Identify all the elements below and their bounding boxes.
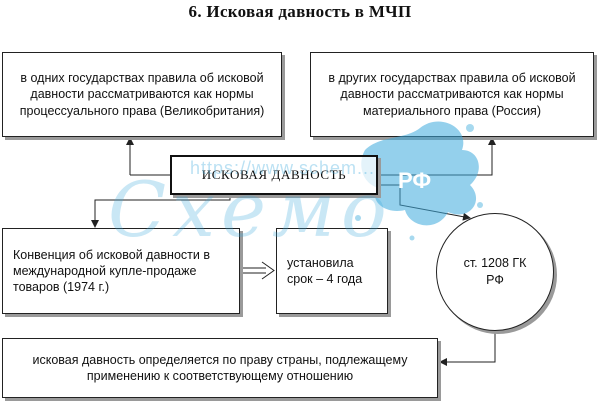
watermark-splash-shape xyxy=(361,121,479,226)
arrow-center-to-uk xyxy=(130,138,170,176)
watermark-logo-text: Схемо xyxy=(108,165,393,254)
article-1208-circle: ст. 1208 ГК РФ xyxy=(436,213,554,331)
central-node-text: ИСКОВАЯ ДАВНОСТЬ xyxy=(201,167,347,182)
arrow-article-to-bottom xyxy=(439,331,496,366)
term-text: установила срок – 4 года xyxy=(287,255,363,286)
term-box: установила срок – 4 года xyxy=(276,228,388,314)
russia-rule-box: в других государствах правила об исковой… xyxy=(310,52,594,137)
article-text: ст. 1208 ГК РФ xyxy=(463,256,527,287)
convention-box: Конвенция об исковой давности в междунар… xyxy=(2,228,240,314)
diagram-title: 6. Исковая давность в МЧП xyxy=(188,2,412,21)
uk-rule-box: в одних государствах правила об исковой … xyxy=(2,52,282,137)
arrow-center-to-convention xyxy=(91,195,231,228)
watermark-url: https://www.schem... xyxy=(190,158,376,178)
central-node-limitation: ИСКОВАЯ ДАВНОСТЬ xyxy=(170,155,378,195)
convention-text: Конвенция об исковой давности в междунар… xyxy=(13,247,210,295)
bottom-rule-text: исковая давность определяется по праву с… xyxy=(32,352,408,383)
double-arrow-convention-to-term xyxy=(243,261,275,280)
uk-rule-text: в одних государствах правила об исковой … xyxy=(19,71,265,118)
watermark-badge: РФ xyxy=(398,168,432,193)
russia-rule-text: в других государствах правила об исковой… xyxy=(328,71,576,118)
bottom-rule-box: исковая давность определяется по праву с… xyxy=(2,338,438,398)
